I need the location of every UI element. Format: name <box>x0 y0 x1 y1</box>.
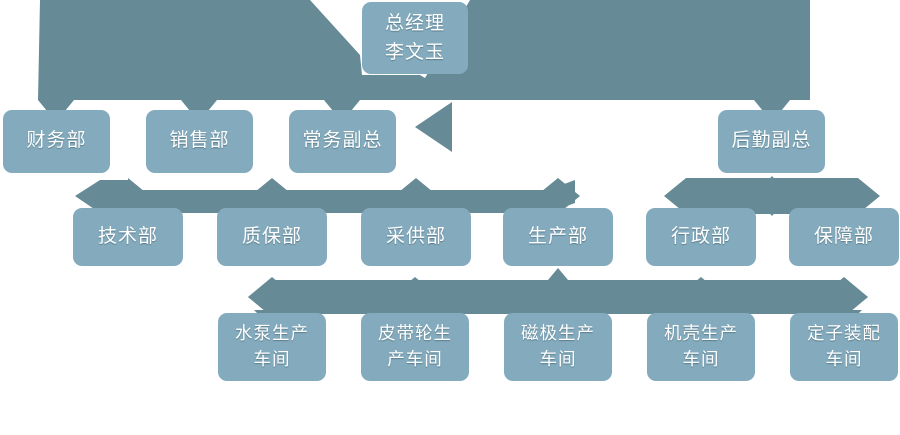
node-magnet-workshop[interactable]: 磁极生产 车间 <box>504 313 612 381</box>
node-procurement-department[interactable]: 采供部 <box>361 208 471 266</box>
node-general-manager[interactable]: 总经理 李文玉 <box>362 2 468 74</box>
node-label-line: 车间 <box>539 349 577 369</box>
node-technology-department[interactable]: 技术部 <box>73 208 183 266</box>
node-label-line: 行政部 <box>670 225 731 247</box>
node-label-line: 机壳生产 <box>664 323 738 344</box>
node-label-line: 磁极生产 <box>521 323 595 344</box>
node-label-line: 采供部 <box>385 225 446 247</box>
node-stator-workshop[interactable]: 定子装配 车间 <box>790 313 898 381</box>
node-administration-department[interactable]: 行政部 <box>646 208 756 266</box>
node-label-line: 财务部 <box>26 130 87 152</box>
node-label-line: 车间 <box>253 349 291 369</box>
node-label-line: 后勤副总 <box>731 130 812 152</box>
node-label-line: 车间 <box>682 349 720 369</box>
node-label-line: 车间 <box>825 349 863 369</box>
node-pulley-workshop[interactable]: 皮带轮生 产车间 <box>361 313 469 381</box>
node-label-line: 生产部 <box>527 225 588 247</box>
node-sales-department[interactable]: 销售部 <box>146 110 253 173</box>
node-label-line: 定子装配 <box>807 323 881 344</box>
node-label-line: 产车间 <box>387 349 443 369</box>
node-label-line: 皮带轮生 <box>378 323 452 344</box>
node-casing-workshop[interactable]: 机壳生产 车间 <box>647 313 755 381</box>
node-label-line: 水泵生产 <box>235 323 309 344</box>
node-label-line: 技术部 <box>97 225 158 247</box>
node-logistics-vice-president[interactable]: 后勤副总 <box>718 110 825 173</box>
node-quality-department[interactable]: 质保部 <box>217 208 327 266</box>
node-label-line: 总经理 <box>384 12 445 34</box>
node-production-department[interactable]: 生产部 <box>503 208 613 266</box>
node-executive-vice-president[interactable]: 常务副总 <box>289 110 396 173</box>
node-label-line: 李文玉 <box>384 42 445 63</box>
node-pump-workshop[interactable]: 水泵生产 车间 <box>218 313 326 381</box>
node-support-department[interactable]: 保障部 <box>789 208 899 266</box>
node-label-line: 常务副总 <box>302 130 383 152</box>
node-label-line: 销售部 <box>169 130 230 152</box>
node-finance-department[interactable]: 财务部 <box>3 110 110 173</box>
node-label-line: 质保部 <box>241 225 302 247</box>
node-label-line: 保障部 <box>813 225 874 247</box>
